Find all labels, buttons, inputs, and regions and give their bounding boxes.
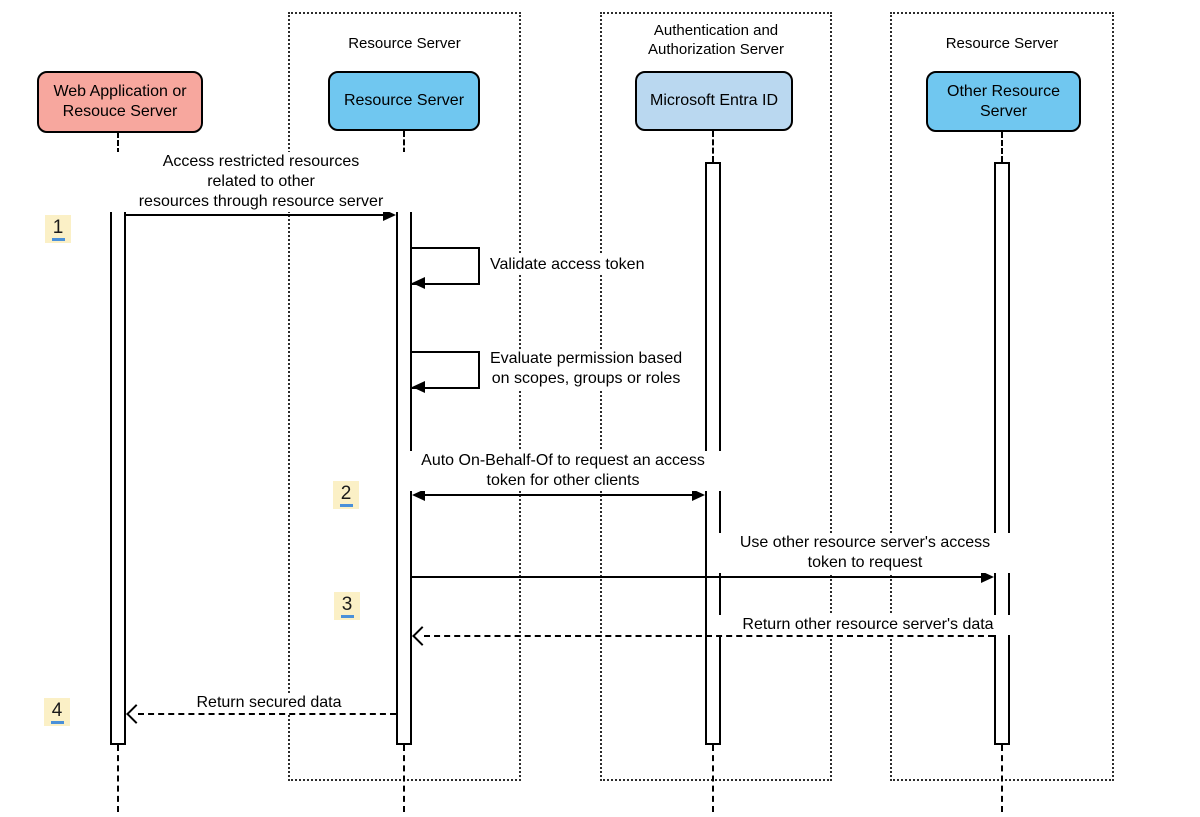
actor-web-application: Web Application or Resouce Server (37, 71, 203, 133)
message-label-access-restricted: Access restricted resources related to o… (108, 152, 414, 212)
arrowhead-open-left-icon (126, 704, 146, 724)
arrowhead-left-icon (412, 277, 425, 289)
group-label: Resource Server (945, 35, 1059, 52)
message-line-use-other-token (412, 576, 982, 578)
step-badge-4: 4 (44, 698, 70, 726)
message-line-return-other-data (424, 635, 994, 637)
arrowhead-right-icon (981, 571, 994, 583)
step-number: 4 (51, 699, 63, 721)
self-loop-evaluate-permission (412, 351, 480, 389)
message-line-access-restricted (126, 214, 384, 216)
step-number: 2 (340, 482, 352, 504)
activation-other-resource-server (994, 162, 1010, 745)
arrowhead-right-icon (383, 209, 396, 221)
step-badge-3: 3 (334, 592, 360, 620)
arrowhead-left-icon (412, 381, 425, 393)
message-label-evaluate-permission: Evaluate permission based on scopes, gro… (487, 349, 686, 389)
message-label-use-other-token: Use other resource server's access token… (712, 533, 1018, 573)
lifeline-microsoft-entra-id (712, 745, 714, 812)
group-auth-server: Authentication and Authorization Server (600, 12, 832, 781)
group-label: Resource Server (348, 35, 461, 52)
message-label-return-secured: Return secured data (166, 693, 372, 713)
actor-label: Microsoft Entra ID (649, 92, 779, 109)
message-label-auto-obo: Auto On-Behalf-Of to request an access t… (400, 451, 726, 491)
lifeline-microsoft-entra-id (712, 131, 714, 162)
message-line-return-secured (138, 713, 396, 715)
actor-label: Resource Server (343, 92, 465, 109)
step-underline (50, 720, 64, 724)
step-number: 1 (52, 216, 64, 238)
message-label-validate-token: Validate access token (487, 255, 648, 275)
lifeline-web-application (117, 745, 119, 812)
step-badge-2: 2 (333, 481, 359, 509)
lifeline-web-application (117, 132, 119, 162)
message-label-return-other-data: Return other resource server's data (715, 615, 1021, 635)
step-number: 3 (341, 593, 353, 615)
step-underline (51, 237, 65, 241)
actor-resource-server: Resource Server (328, 71, 480, 131)
self-loop-validate-token (412, 247, 480, 285)
arrowhead-right-icon (692, 489, 705, 501)
step-underline (340, 614, 354, 618)
message-line-auto-obo (424, 494, 694, 496)
actor-microsoft-entra-id: Microsoft Entra ID (635, 71, 793, 131)
actor-label: Web Application or Resouce Server (53, 83, 187, 120)
lifeline-resource-server (403, 745, 405, 812)
actor-other-resource-server: Other Resource Server (926, 71, 1081, 132)
arrowhead-left-icon (412, 489, 425, 501)
actor-label: Other Resource Server (947, 82, 1060, 120)
activation-web-application (110, 162, 126, 745)
step-badge-1: 1 (45, 215, 71, 243)
lifeline-other-resource-server (1001, 132, 1003, 162)
lifeline-resource-server (403, 131, 405, 162)
step-underline (339, 503, 353, 507)
lifeline-other-resource-server (1001, 745, 1003, 812)
group-label: Authentication and Authorization Server (648, 22, 784, 58)
